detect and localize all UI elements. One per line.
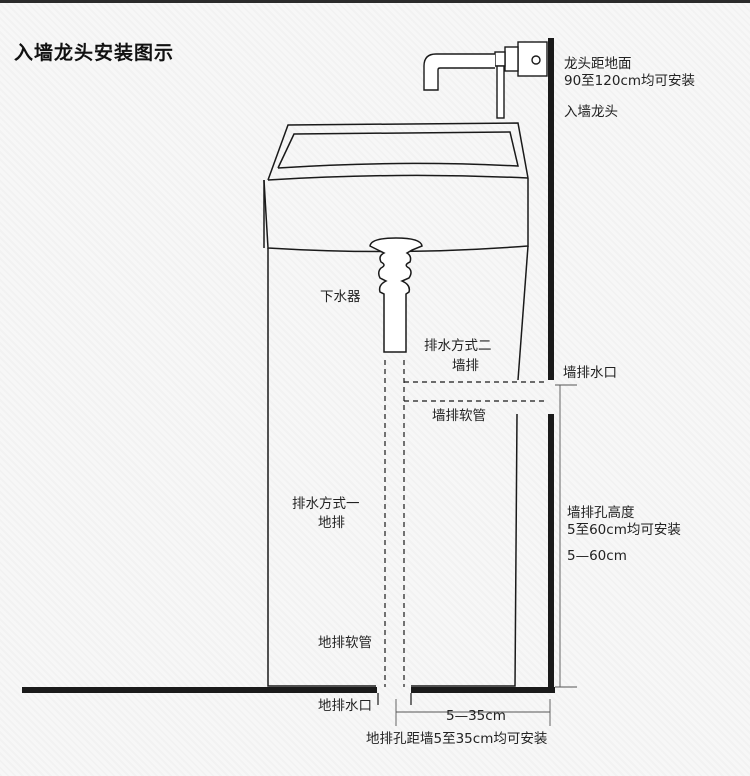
wall-drain-hose-label: 墙排软管 xyxy=(432,408,486,424)
wall-hole-height-range-text: 5至60cm均可安装 xyxy=(567,522,681,538)
wall-faucet-label: 入墙龙头 xyxy=(564,104,618,120)
drain-label: 下水器 xyxy=(320,289,361,305)
floor-left xyxy=(22,687,377,693)
faucet-height-label: 龙头距地面 xyxy=(564,56,632,72)
floor-distance-dimension xyxy=(395,699,551,726)
wall-faucet xyxy=(423,41,548,119)
floor-drain-hose-label: 地排软管 xyxy=(318,635,372,651)
floor-drain-hose xyxy=(384,360,405,687)
faucet-height-range: 90至120cm均可安装 xyxy=(564,73,696,89)
wall-upper xyxy=(548,38,554,380)
wall-hole-range: 5—60cm xyxy=(567,548,627,564)
top-border xyxy=(0,0,750,3)
wall-drain-hose xyxy=(404,381,548,402)
method-one-label: 排水方式一 xyxy=(292,496,360,512)
method-two-type: 墙排 xyxy=(452,358,479,374)
floor-drain-outlet-label: 地排水口 xyxy=(318,698,372,714)
floor-right xyxy=(411,687,555,693)
wall-lower xyxy=(548,414,554,693)
wall-hole-height-dimension xyxy=(555,384,577,688)
method-two-label: 排水方式二 xyxy=(424,338,492,354)
drain-fitting xyxy=(369,237,423,353)
floor-distance-range: 5—35cm xyxy=(446,708,506,724)
pedestal-basin xyxy=(263,122,529,687)
wall-hole-height-label: 墙排孔高度 xyxy=(567,505,635,521)
page-title: 入墙龙头安装图示 xyxy=(14,42,175,64)
floor-drain-opening xyxy=(377,693,412,705)
method-one-type: 地排 xyxy=(318,515,345,531)
floor-hole-distance-label: 地排孔距墙5至35cm均可安装 xyxy=(366,731,548,747)
wall-drain-outlet-label: 墙排水口 xyxy=(563,365,617,381)
